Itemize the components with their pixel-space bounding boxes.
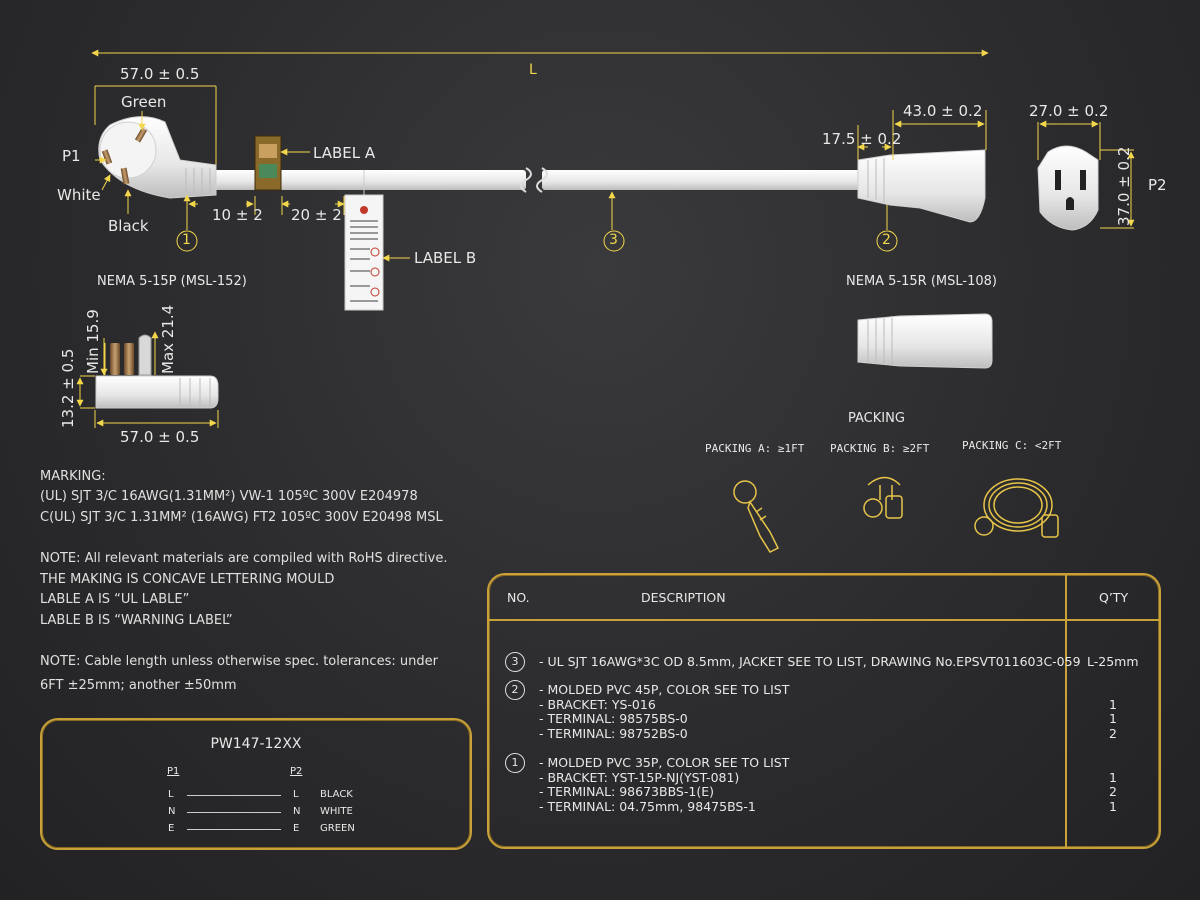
wiring-model: PW147-12XX (210, 736, 302, 752)
bom-item-3-no: 3 (505, 652, 525, 672)
p2-side-view (857, 313, 993, 369)
p1-side-dimensions (76, 331, 219, 428)
note-label-b: LABLE B IS “WARNING LABEL” (40, 613, 233, 628)
wiring-row-2-line (187, 812, 281, 813)
callout-circles (176, 230, 898, 252)
packing-c-label: PACKING C: <2FT (962, 439, 1062, 452)
side-min-dim: Min 15.9 (84, 309, 102, 374)
p2-face (1037, 145, 1099, 231)
wiring-row-1-color: BLACK (320, 789, 353, 800)
bom-item-3-qty-1: L-25mm (1087, 654, 1139, 669)
label-a-tag (254, 135, 310, 191)
bom-item-1-qty-2: 1 (1109, 770, 1117, 785)
p1-model: NEMA 5-15P (MSL-152) (97, 274, 247, 289)
bom-item-2-qty-2: 1 (1109, 697, 1117, 712)
bom-item-1-line-2: - BRACKET: YST-15P-NJ(YST-081) (539, 770, 740, 785)
label-b-text: LABEL B (414, 249, 477, 267)
wire-black-label: Black (108, 217, 149, 235)
bom-item-2-line-4: - TERMINAL: 98752BS-0 (539, 726, 688, 741)
marking-line-2: C(UL) SJT 3/C 1.31MM² (16AWG) FT2 105ºC … (40, 510, 443, 525)
p1-label: P1 (62, 147, 81, 165)
p1-width-top-label: 57.0 ± 0.5 (120, 65, 200, 83)
bom-table: NO. DESCRIPTION Q’TY 3 - UL SJT 16AWG*3C… (487, 573, 1161, 849)
bom-item-1-qty-4: 1 (1109, 799, 1117, 814)
bom-header-no: NO. (507, 590, 530, 605)
p2-face-width-dim: 27.0 ± 0.2 (1029, 102, 1109, 120)
bom-column-divider (1065, 575, 1067, 847)
label-a-text: LABEL A (313, 144, 376, 162)
packing-a-icon (733, 480, 780, 553)
p2-dimensions (857, 110, 987, 160)
cable (210, 167, 862, 193)
note-length-1: NOTE: Cable length unless otherwise spec… (40, 654, 438, 669)
callout-2: 2 (882, 232, 891, 248)
packing-b-label: PACKING B: ≥2FT (830, 442, 930, 455)
bom-item-1-no: 1 (505, 753, 525, 773)
p1-side-view (95, 334, 219, 409)
wiring-row-1-line (187, 795, 281, 796)
p2-face-dimensions (1037, 120, 1135, 229)
bom-item-2-no: 2 (505, 680, 525, 700)
note-length-2: 6FT ±25mm; another ±50mm (40, 678, 237, 693)
bom-header-qty: Q’TY (1099, 590, 1129, 605)
bom-item-1-qty-3: 2 (1109, 784, 1117, 799)
wiring-row-3-p1: E (168, 823, 175, 834)
wiring-col-p2: P2 (290, 766, 303, 777)
bom-header-description: DESCRIPTION (641, 590, 726, 605)
overall-length-label: L (529, 62, 537, 78)
offset-label-b-dim: 20 ± 2 (291, 206, 342, 224)
p1-width-bracket (94, 85, 217, 165)
wiring-row-2-p2: N (293, 806, 301, 817)
packing-title: PACKING (848, 411, 905, 426)
p2-face-height-dim: 37.0 ± 0.2 (1115, 146, 1133, 226)
bom-item-2-line-2: - BRACKET: YS-016 (539, 697, 656, 712)
packing-b-icon (863, 476, 903, 519)
bom-item-2-line-3: - TERMINAL: 98575BS-0 (539, 711, 688, 726)
bom-item-3-line-1: - UL SJT 16AWG*3C OD 8.5mm, JACKET SEE T… (539, 654, 1081, 669)
marking-title: MARKING: (40, 469, 106, 484)
wiring-row-3-p2: E (293, 823, 300, 834)
note-lettering: THE MAKING IS CONCAVE LETTERING MOULD (40, 572, 335, 587)
bom-item-2-qty-3: 1 (1109, 711, 1117, 726)
p1-width-bottom-dim: 57.0 ± 0.5 (120, 428, 200, 446)
bom-header-divider (489, 619, 1159, 621)
callout-3: 3 (609, 232, 618, 248)
bom-item-2-qty-4: 2 (1109, 726, 1117, 741)
wiring-row-1-p2: L (293, 789, 299, 800)
bom-item-2-line-1: - MOLDED PVC 45P, COLOR SEE TO LIST (539, 682, 790, 697)
bom-item-1-line-3: - TERMINAL: 98673BBS-1(E) (539, 784, 714, 799)
wiring-col-p1: P1 (167, 766, 180, 777)
wire-green-label: Green (121, 93, 167, 111)
side-height-dim: 13.2 ± 0.5 (59, 348, 77, 428)
wire-white-label: White (57, 186, 101, 204)
offset-label-a-dim: 10 ± 2 (212, 206, 263, 224)
p2-offset-dim: 17.5 ± 0.2 (822, 130, 902, 148)
wiring-row-1-p1: L (168, 789, 174, 800)
callout-1: 1 (182, 232, 191, 248)
marking-line-1: (UL) SJT 3/C 16AWG(1.31MM²) VW-1 105ºC 3… (40, 489, 418, 504)
wiring-row-3-line (187, 829, 281, 830)
p2-length-dim: 43.0 ± 0.2 (903, 102, 983, 120)
p2-connector (857, 149, 986, 223)
p2-model: NEMA 5-15R (MSL-108) (846, 274, 997, 289)
note-label-a: LABLE A IS “UL LABLE” (40, 592, 190, 607)
wiring-row-2-color: WHITE (320, 806, 353, 817)
packing-a-label: PACKING A: ≥1FT (705, 442, 805, 455)
wiring-row-3-color: GREEN (320, 823, 355, 834)
bom-item-1-line-4: - TERMINAL: 04.75mm, 98475BS-1 (539, 799, 756, 814)
wiring-table: PW147-12XX P1 P2 L L BLACK N N WHITE E E… (40, 718, 472, 850)
packing-c-icon (974, 478, 1059, 538)
label-b-tag (344, 170, 410, 311)
p2-label: P2 (1148, 176, 1167, 194)
note-rohs: NOTE: All relevant materials are compile… (40, 551, 448, 566)
bom-item-1-line-1: - MOLDED PVC 35P, COLOR SEE TO LIST (539, 755, 790, 770)
p1-plug (98, 116, 217, 199)
wiring-row-2-p1: N (168, 806, 176, 817)
p1-wire-leaders (95, 111, 146, 214)
side-max-dim: Max 21.4 (159, 304, 177, 374)
